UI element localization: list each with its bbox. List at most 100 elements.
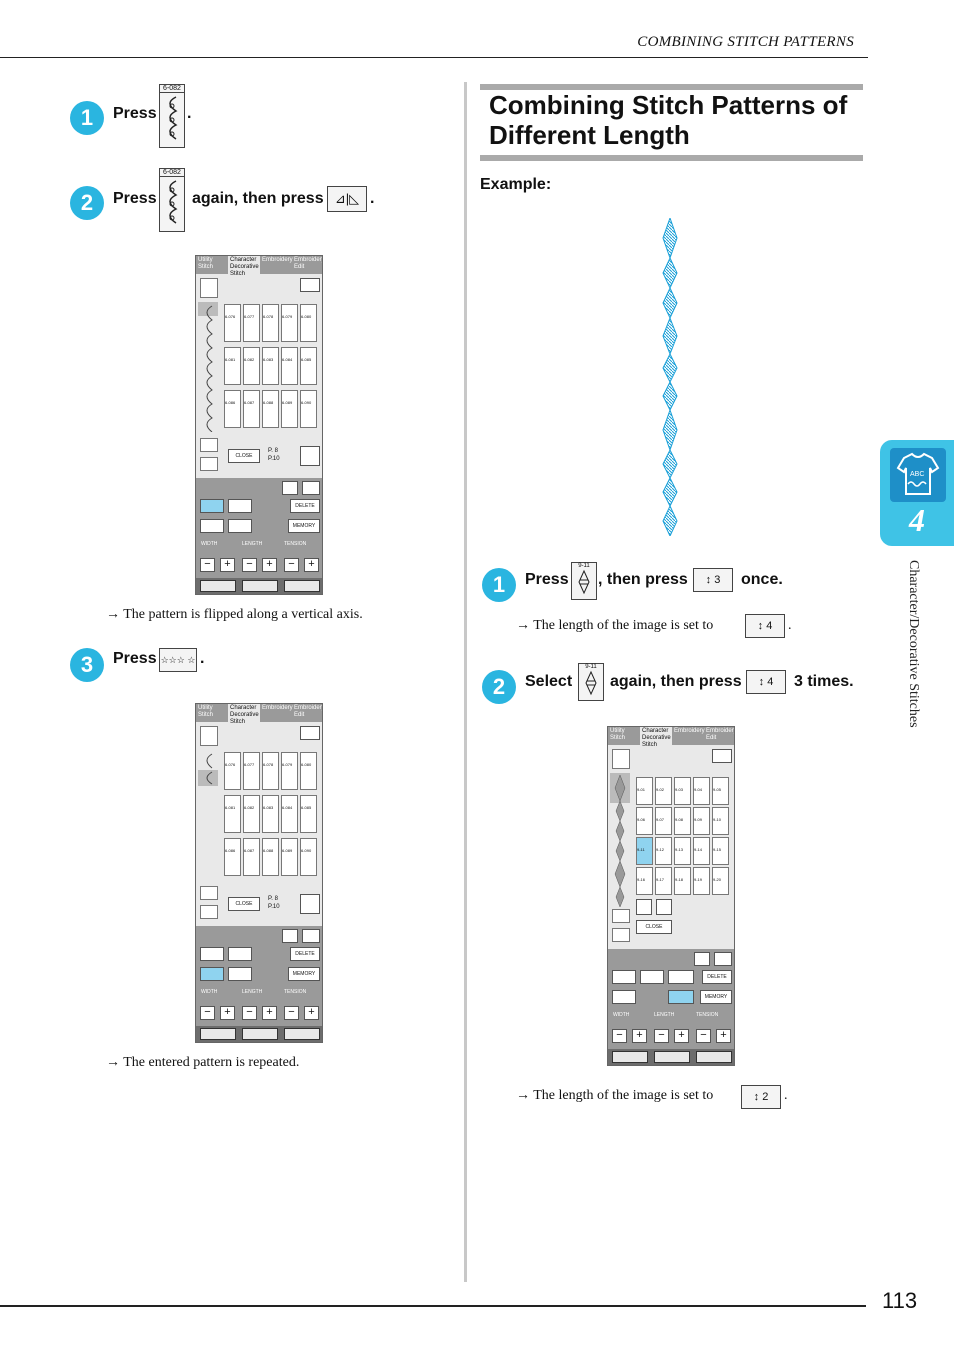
tension-minus-button[interactable]: − xyxy=(284,558,299,572)
tab-utility[interactable]: Utility Stitch xyxy=(610,728,626,741)
mirror-horizontal-button[interactable] xyxy=(640,970,664,984)
stitch-cell[interactable]: 6-076 xyxy=(224,752,241,790)
stitch-cell[interactable]: 9-12 xyxy=(655,837,672,865)
length-button[interactable] xyxy=(228,967,252,981)
stitch-cell[interactable]: 9-15 xyxy=(712,837,729,865)
stitch-cell[interactable]: 9-10 xyxy=(712,807,729,835)
scissors-icon[interactable] xyxy=(612,928,630,942)
needle-mode-icon[interactable] xyxy=(200,278,218,298)
stitch-cell[interactable]: 6-089 xyxy=(281,390,298,428)
reset-icon[interactable] xyxy=(200,438,218,452)
stitch-cell[interactable]: 9-08 xyxy=(674,807,691,835)
delete-button[interactable]: DELETE xyxy=(702,970,732,984)
stitch-cell[interactable]: 6-080 xyxy=(300,304,317,342)
repeat-pattern-button[interactable]: ☆☆☆ ☆ xyxy=(159,648,197,672)
density-button[interactable] xyxy=(668,970,694,984)
elongation-button[interactable]: ↕ 4 xyxy=(746,670,786,694)
stitch-cell-selected[interactable]: 9-11 xyxy=(636,837,653,865)
reset-icon[interactable] xyxy=(200,886,218,900)
mirror-horizontal-button[interactable] xyxy=(228,947,252,961)
page-arrow-button[interactable] xyxy=(300,894,320,914)
stitch-cell[interactable]: 6-080 xyxy=(300,752,317,790)
close-button[interactable]: CLOSE xyxy=(228,897,260,911)
repeat-button[interactable] xyxy=(200,967,224,981)
stitch-cell[interactable]: 9-02 xyxy=(655,777,672,805)
width-minus-button[interactable]: − xyxy=(612,1029,627,1043)
stitch-cell[interactable]: 6-086 xyxy=(224,838,241,876)
preview-button[interactable] xyxy=(712,749,732,763)
stitch-cell[interactable]: 9-07 xyxy=(655,807,672,835)
stitch-cell[interactable]: 6-084 xyxy=(281,347,298,385)
stitch-cell[interactable]: 6-077 xyxy=(243,304,260,342)
stitch-cell[interactable]: 9-06 xyxy=(636,807,653,835)
machine-help-icon[interactable] xyxy=(654,1051,690,1063)
stitch-cell[interactable]: 6-087 xyxy=(243,838,260,876)
settings-icon[interactable] xyxy=(696,1051,732,1063)
preview-button[interactable] xyxy=(300,726,320,740)
tab-utility[interactable]: Utility Stitch xyxy=(198,705,214,718)
machine-help-icon[interactable] xyxy=(242,1028,278,1040)
length-minus-button[interactable]: − xyxy=(242,1006,257,1020)
width-minus-button[interactable]: − xyxy=(200,1006,215,1020)
stitch-cell[interactable]: 6-083 xyxy=(262,347,279,385)
preview-button[interactable] xyxy=(300,278,320,292)
elongation-button[interactable] xyxy=(668,990,694,1004)
stitch-cell[interactable]: 9-19 xyxy=(693,867,710,895)
lock-icon[interactable] xyxy=(282,929,298,943)
tab-embroidery[interactable]: Embroidery xyxy=(262,257,293,263)
stitch-cell[interactable]: 9-14 xyxy=(693,837,710,865)
stitch-cell[interactable]: 6-087 xyxy=(243,390,260,428)
tab-embroidery-edit[interactable]: Embroidery Edit xyxy=(294,705,323,718)
lock-icon[interactable] xyxy=(694,952,710,966)
memory-button[interactable]: MEMORY xyxy=(700,990,732,1004)
stitch-cell[interactable]: 6-082 xyxy=(243,795,260,833)
width-plus-button[interactable]: + xyxy=(220,1006,235,1020)
length-minus-button[interactable]: − xyxy=(242,558,257,572)
stitch-cell[interactable]: 9-20 xyxy=(712,867,729,895)
memory-button[interactable]: MEMORY xyxy=(288,519,320,533)
tab-character[interactable]: Character Decorative Stitch xyxy=(640,727,672,748)
width-minus-button[interactable]: − xyxy=(200,558,215,572)
stitch-key-button[interactable]: 9-11 xyxy=(571,562,597,600)
delete-button[interactable]: DELETE xyxy=(290,947,320,961)
arrow-button[interactable] xyxy=(636,899,652,915)
explanation-icon[interactable] xyxy=(612,1051,648,1063)
length-minus-button[interactable]: − xyxy=(654,1029,669,1043)
stitch-cell[interactable]: 6-077 xyxy=(243,752,260,790)
stitch-cell[interactable]: 9-03 xyxy=(674,777,691,805)
reset-icon[interactable] xyxy=(612,909,630,923)
length-plus-button[interactable]: + xyxy=(674,1029,689,1043)
explanation-icon[interactable] xyxy=(200,580,236,592)
width-plus-button[interactable]: + xyxy=(220,558,235,572)
settings-icon[interactable] xyxy=(284,1028,320,1040)
scissors-icon[interactable] xyxy=(200,905,218,919)
delete-button[interactable]: DELETE xyxy=(290,499,320,513)
explanation-icon[interactable] xyxy=(200,1028,236,1040)
tab-character[interactable]: Character Decorative Stitch xyxy=(228,256,260,277)
stitch-cell[interactable]: 6-090 xyxy=(300,390,317,428)
tab-embroidery[interactable]: Embroidery xyxy=(262,705,293,711)
stitch-cell[interactable]: 9-04 xyxy=(693,777,710,805)
length-button[interactable] xyxy=(228,519,252,533)
book-icon[interactable] xyxy=(302,481,320,495)
stitch-cell[interactable]: 6-086 xyxy=(224,390,241,428)
tab-embroidery-edit[interactable]: Embroidery Edit xyxy=(294,257,323,270)
tension-minus-button[interactable]: − xyxy=(696,1029,711,1043)
width-plus-button[interactable]: + xyxy=(632,1029,647,1043)
stitch-cell[interactable]: 9-17 xyxy=(655,867,672,895)
mirror-vertical-button[interactable] xyxy=(200,499,224,513)
machine-help-icon[interactable] xyxy=(242,580,278,592)
tab-utility[interactable]: Utility Stitch xyxy=(198,257,214,270)
repeat-button[interactable] xyxy=(200,519,224,533)
stitch-cell[interactable]: 9-09 xyxy=(693,807,710,835)
tension-minus-button[interactable]: − xyxy=(284,1006,299,1020)
repeat-button[interactable] xyxy=(612,990,636,1004)
arrow-button[interactable] xyxy=(656,899,672,915)
stitch-cell[interactable]: 6-076 xyxy=(224,304,241,342)
stitch-key-button[interactable]: 6-082 xyxy=(159,84,185,148)
stitch-key-button[interactable]: 9-11 xyxy=(578,663,604,701)
stitch-cell[interactable]: 6-081 xyxy=(224,347,241,385)
stitch-cell[interactable]: 9-18 xyxy=(674,867,691,895)
close-button[interactable]: CLOSE xyxy=(636,920,672,934)
mirror-vertical-button[interactable] xyxy=(612,970,636,984)
